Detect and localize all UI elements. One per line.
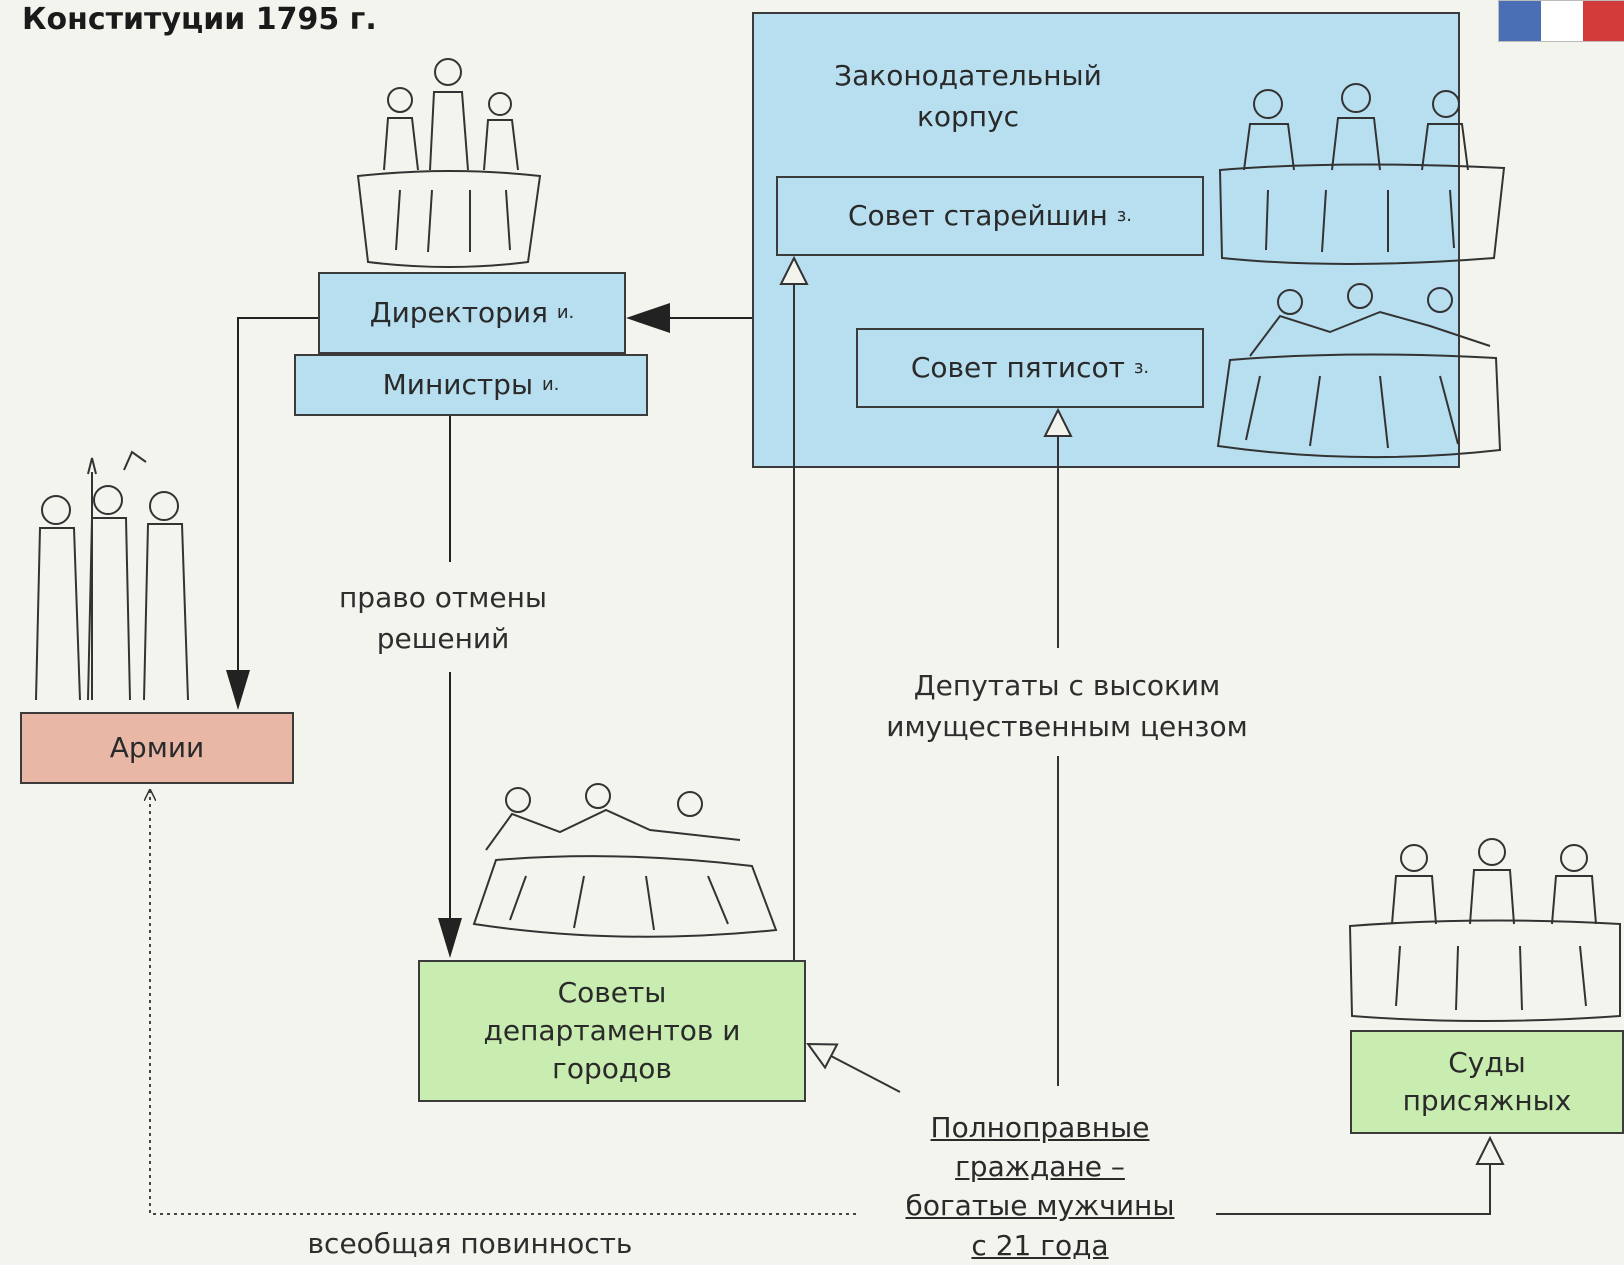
citizens-line-3: богатые мужчины (905, 1189, 1175, 1223)
jury-table-icon (1348, 838, 1621, 1022)
directory-box: Директория и. (318, 272, 626, 354)
council-of-elders-label: Совет старейшин (847, 199, 1108, 233)
legislators-table-icon (1218, 83, 1506, 265)
directory-label: Директория (369, 296, 548, 330)
conscription-label: всеобщая повинность (307, 1227, 633, 1260)
deputies-label: Депутаты с высоким имущественным цензом (886, 669, 1248, 743)
citizens-line-1: Полноправные (930, 1111, 1150, 1144)
french-flag-icon (1498, 0, 1624, 42)
conscription-dotted-arrow (150, 790, 856, 1215)
flag-white-stripe (1541, 1, 1583, 41)
army-box: Армии (20, 712, 294, 784)
page-title: Конституции 1795 г. (22, 2, 377, 37)
council-of-five-hundred-label: Совет пятисот (910, 351, 1125, 385)
council-of-five-hundred-box: Совет пятисот з. (856, 328, 1204, 408)
jury-courts-label: Суды присяжных (1402, 1046, 1572, 1117)
ministers-label: Министры (382, 368, 534, 402)
legislative-corps-title: Законодательный корпус (834, 59, 1102, 133)
ministers-to-councils-arrow (438, 416, 462, 958)
citizens-line-4: с 21 года (971, 1228, 1109, 1262)
councils-box: Советы департаментов и городов (418, 960, 806, 1102)
councils-table-icon (472, 783, 778, 938)
council-table-icon (1216, 283, 1502, 459)
veto-label: право отмены решений (339, 581, 547, 655)
citizens-to-courts-arrow (1216, 1138, 1490, 1215)
council-of-elders-box: Совет старейшин з. (776, 176, 1204, 256)
directory-figures-icon (356, 58, 542, 268)
army-label: Армии (109, 731, 205, 765)
flag-blue-stripe (1499, 1, 1541, 41)
jury-courts-box: Суды присяжных (1350, 1030, 1624, 1134)
legislature-to-directory-arrow (626, 303, 752, 333)
flag-red-stripe (1583, 1, 1624, 41)
ministers-box: Министры и. (294, 354, 648, 416)
soldiers-icon (35, 450, 189, 701)
directory-to-army-arrow (226, 317, 318, 710)
citizens-to-councils-arrow (808, 1044, 901, 1093)
citizens-label: Полноправные граждане – богатые мужчины … (870, 1108, 1210, 1265)
citizens-line-2: граждане – (955, 1150, 1125, 1184)
councils-label: Советы департаментов и городов (483, 976, 741, 1085)
